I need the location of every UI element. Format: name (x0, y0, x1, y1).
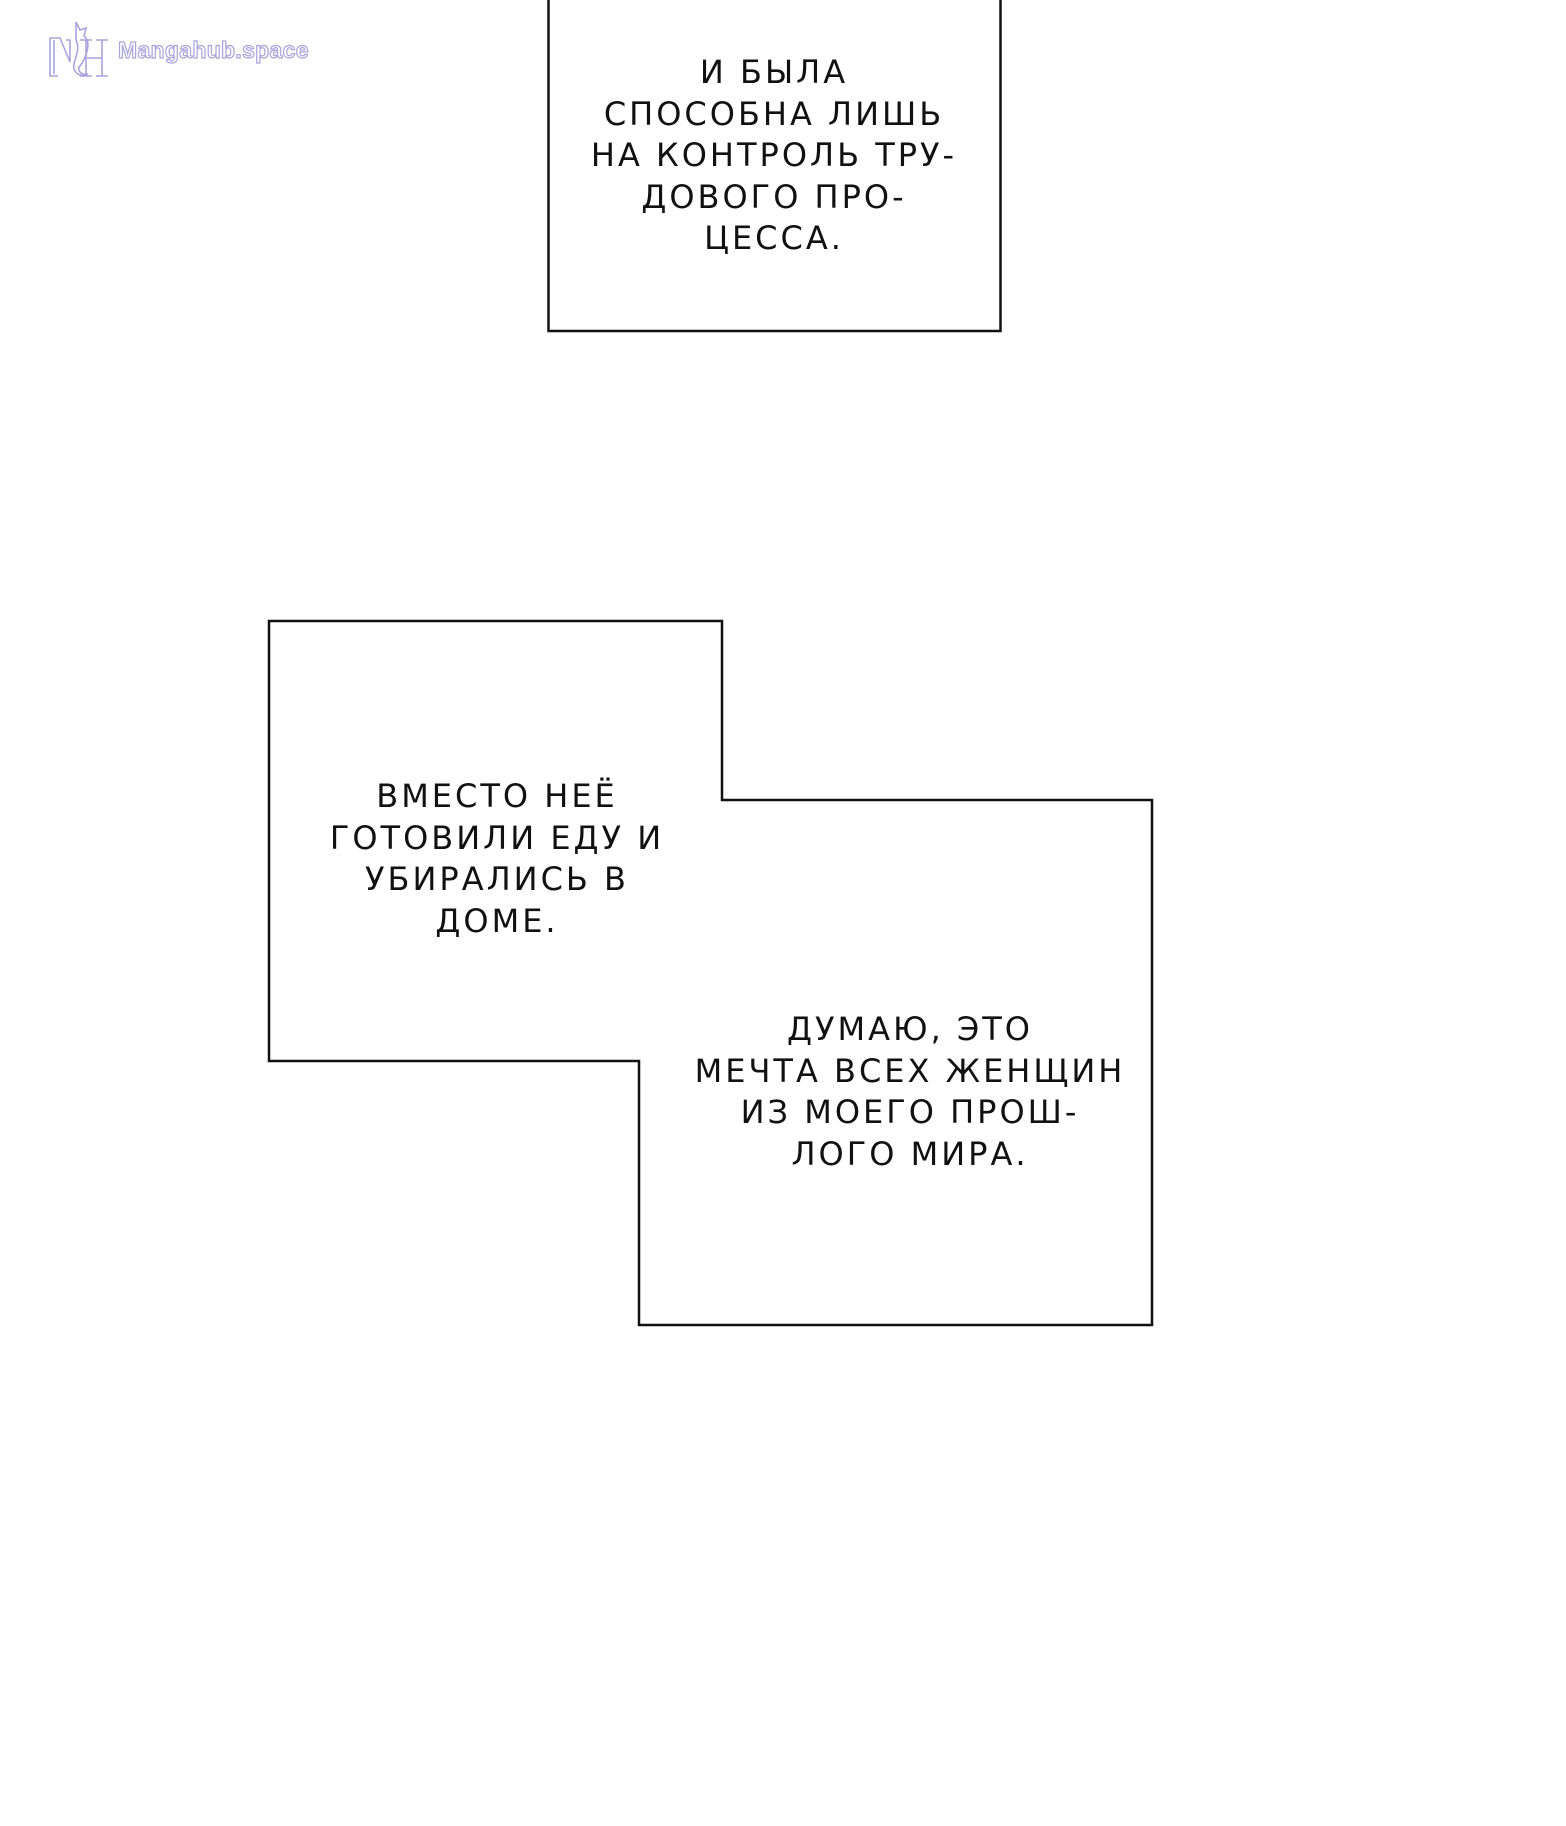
caption-line: И была (699, 53, 849, 91)
caption-line: доме. (435, 901, 559, 940)
caption-line: Вместо неё (376, 777, 618, 815)
lower-panel-frame (267, 619, 1154, 1327)
caption-top: И была способна лишь на контроль тру- до… (574, 52, 974, 260)
caption-line: из моего прош- (740, 1093, 1080, 1131)
caption-bottom: Думаю, это мечта всех женщин из моего пр… (660, 1009, 1160, 1175)
caption-line: мечта всех женщин (694, 1051, 1126, 1090)
caption-line: Думаю, это (787, 1010, 1033, 1048)
watermark-text: Mangahub.space (117, 36, 309, 63)
fox-monogram-icon (49, 21, 108, 77)
watermark-logo: Mangahub.space (46, 18, 309, 82)
caption-line: убирались в (365, 860, 629, 898)
caption-line: дового про- (641, 177, 907, 216)
caption-line: лого мира. (791, 1134, 1029, 1173)
caption-line: цесса. (704, 219, 844, 257)
caption-line: готовили еду и (329, 818, 665, 857)
top-panel-frame (547, 0, 1002, 333)
caption-middle: Вместо неё готовили еду и убирались в до… (297, 776, 697, 942)
caption-line: способна лишь (603, 94, 945, 133)
caption-line: на контроль тру- (590, 136, 958, 174)
